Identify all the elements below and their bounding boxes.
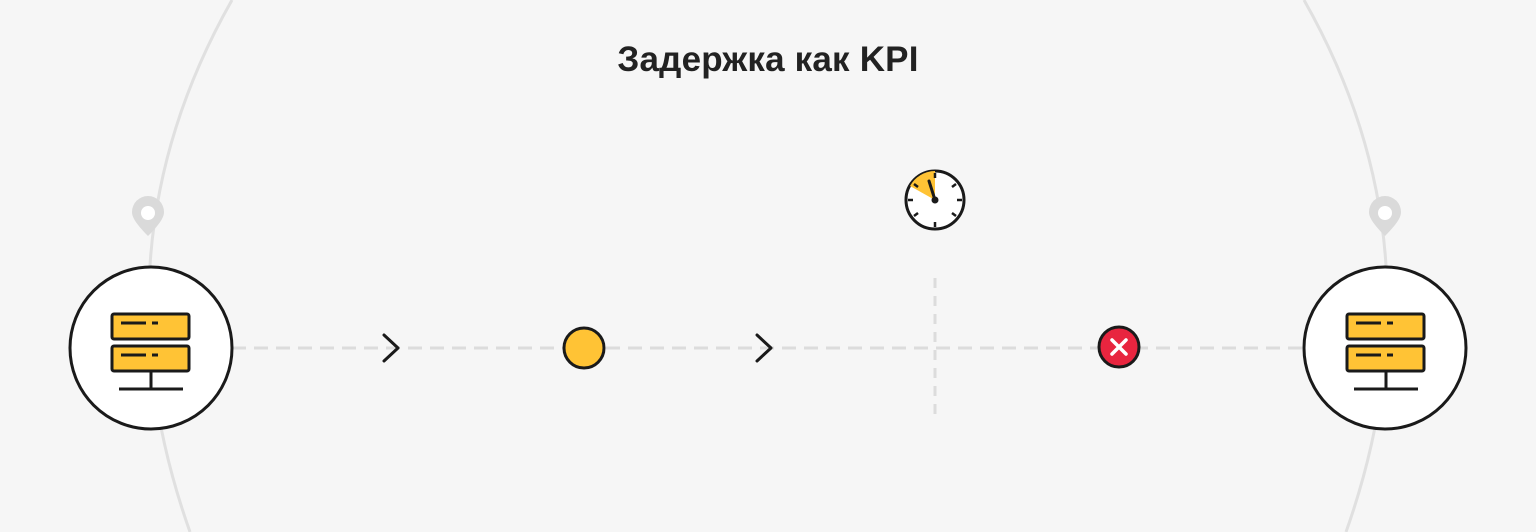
packet-dot-icon	[562, 326, 606, 370]
error-x-icon	[1097, 325, 1141, 369]
left-server-node	[68, 265, 234, 431]
right-arc	[1302, 0, 1389, 532]
diagram-title: Задержка как KPI	[617, 40, 919, 79]
left-arc	[147, 0, 234, 532]
location-pin-icon	[1369, 196, 1401, 236]
chevron-right-icon	[382, 333, 400, 363]
stopwatch-icon	[904, 169, 966, 231]
location-pin-icon	[132, 196, 164, 236]
chevron-right-icon	[755, 333, 773, 363]
right-server-node	[1302, 265, 1468, 431]
server-icon	[110, 312, 191, 391]
server-icon	[1345, 312, 1426, 391]
